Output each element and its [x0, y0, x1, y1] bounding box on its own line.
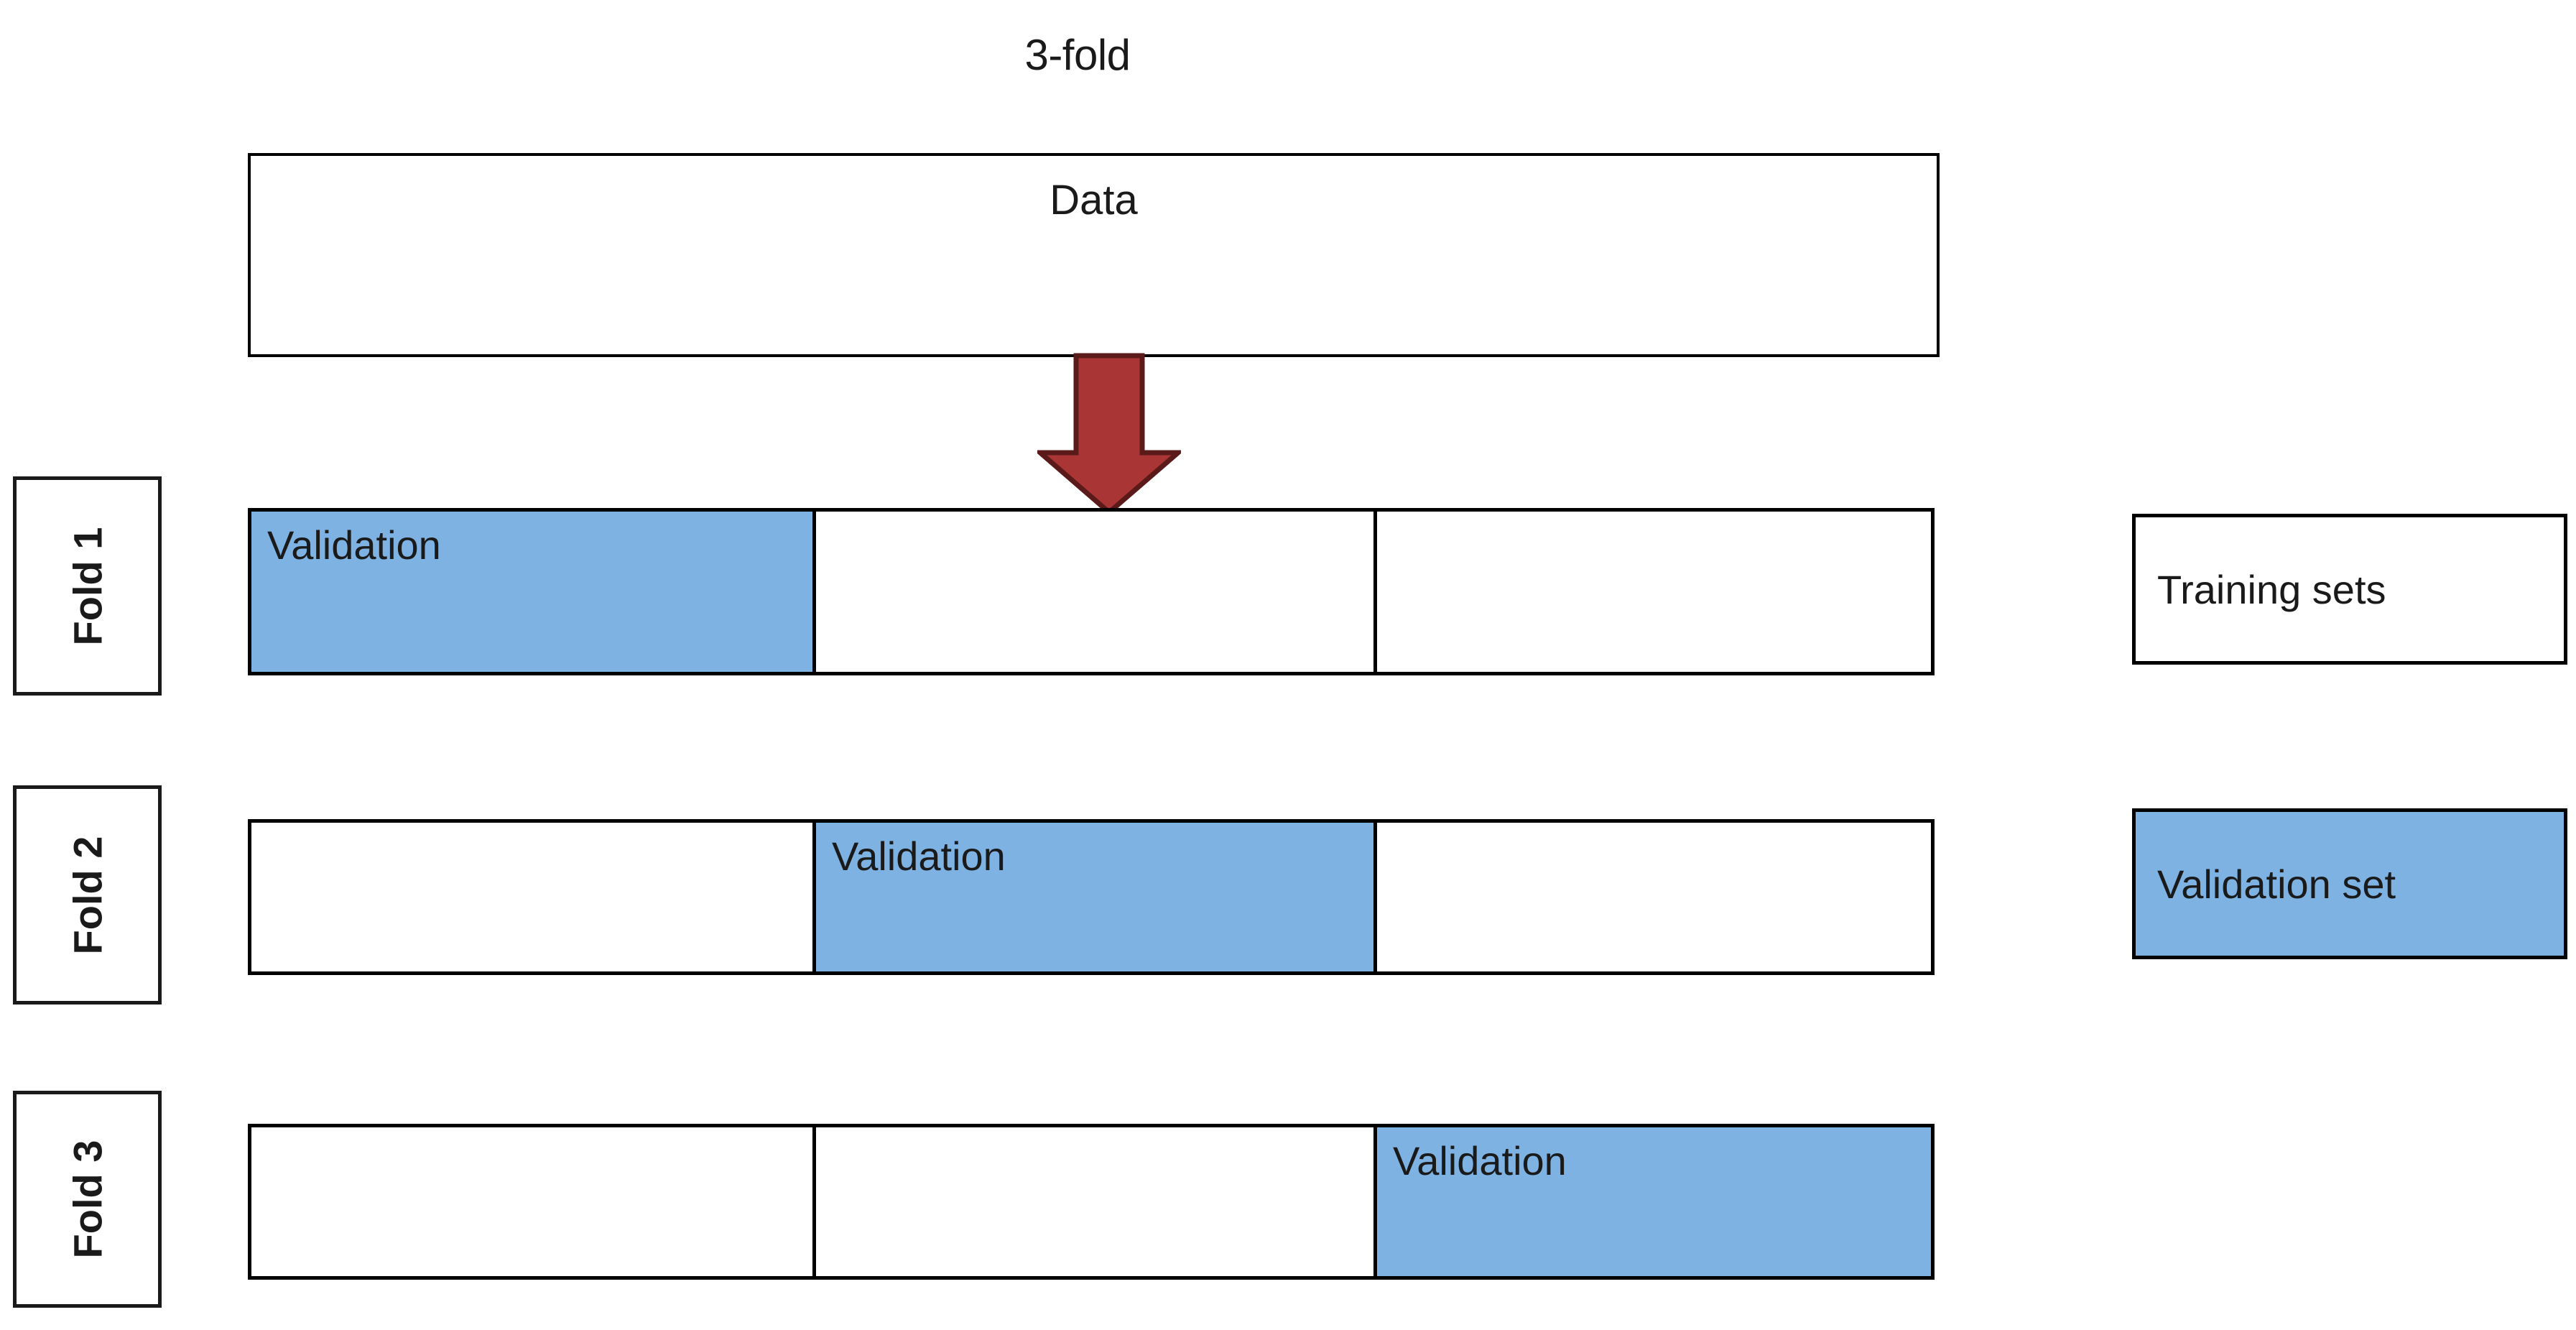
fold-strip-3: Validation — [248, 1124, 1935, 1280]
page-title: 3-fold — [1024, 31, 1131, 79]
fold-label-3: Fold 3 — [65, 1140, 110, 1259]
fold-1-cell-1-label: Validation — [267, 522, 441, 568]
legend-validation-set: Validation set — [2132, 808, 2567, 959]
fold-2-cell-1[interactable] — [251, 823, 816, 971]
legend-training-sets: Training sets — [2132, 514, 2567, 665]
fold-strip-1: Validation — [248, 508, 1935, 675]
fold-1-cell-1[interactable]: Validation — [251, 512, 816, 672]
fold-label-1: Fold 1 — [65, 527, 110, 645]
fold-3-cell-3[interactable]: Validation — [1377, 1127, 1931, 1276]
fold-3-cell-2[interactable] — [816, 1127, 1377, 1276]
fold-2-cell-3[interactable] — [1377, 823, 1931, 971]
fold-label-2: Fold 2 — [65, 836, 110, 954]
fold-1-cell-2[interactable] — [816, 512, 1377, 672]
fold-label-box-2: Fold 2 — [13, 785, 162, 1005]
fold-3-cell-3-label: Validation — [1393, 1138, 1567, 1183]
data-box-label: Data — [1050, 177, 1138, 223]
legend-training-sets-label: Training sets — [2157, 566, 2386, 612]
legend-validation-set-label: Validation set — [2157, 861, 2396, 907]
fold-1-cell-3[interactable] — [1377, 512, 1931, 672]
fold-strip-2: Validation — [248, 819, 1935, 975]
fold-3-cell-1[interactable] — [251, 1127, 816, 1276]
fold-2-cell-2-label: Validation — [832, 833, 1006, 879]
fold-label-box-1: Fold 1 — [13, 476, 162, 696]
data-box: Data — [248, 153, 1940, 357]
down-arrow-icon — [1033, 352, 1185, 516]
fold-label-box-3: Fold 3 — [13, 1091, 162, 1308]
fold-2-cell-2[interactable]: Validation — [816, 823, 1377, 971]
